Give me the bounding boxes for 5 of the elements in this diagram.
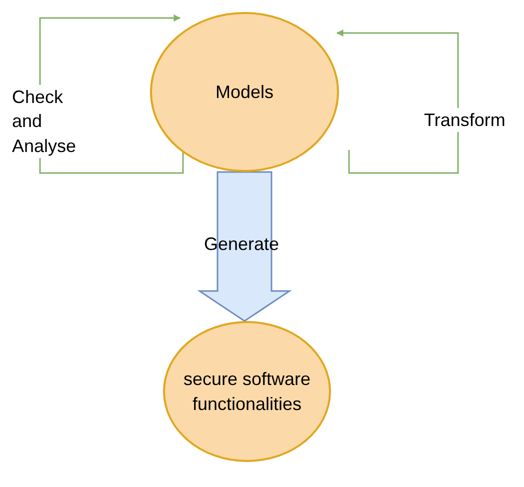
edge-label: Generate: [204, 233, 280, 256]
node-label: secure software functionalities: [182, 368, 312, 416]
node-label: Models: [214, 80, 275, 104]
loop-arrow: [336, 30, 459, 174]
block-arrow: [197, 171, 292, 322]
